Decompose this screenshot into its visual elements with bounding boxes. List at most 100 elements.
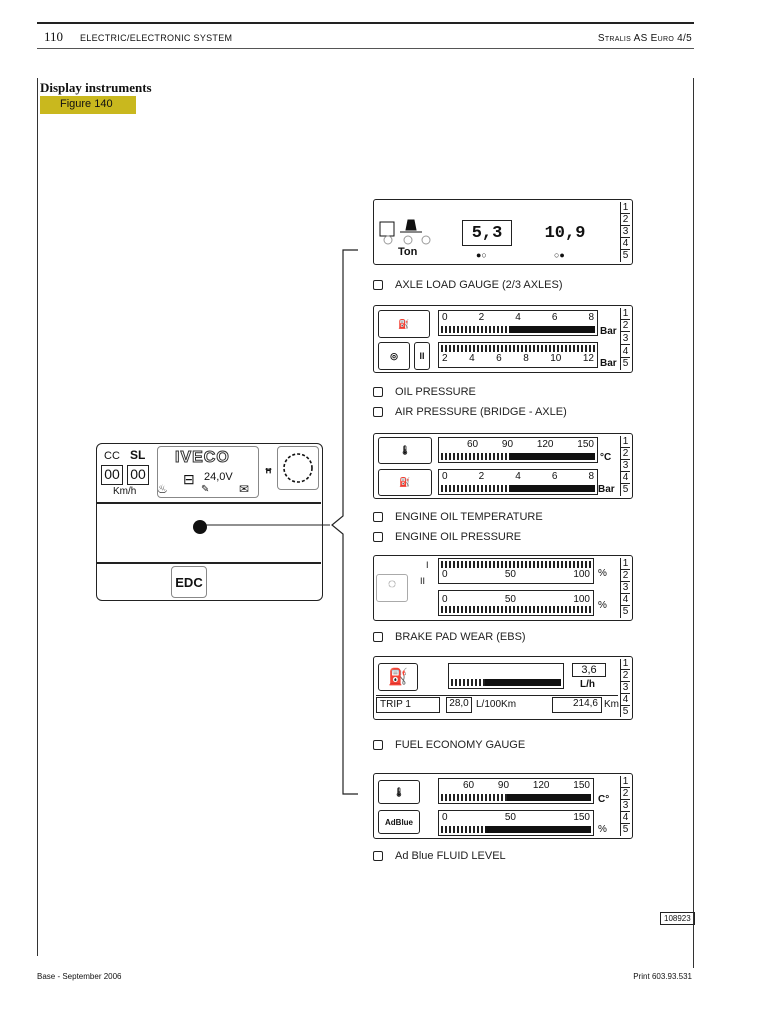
fuel-consumption-bar xyxy=(448,663,564,689)
left-margin-line xyxy=(37,78,38,956)
sl-digits: 00 xyxy=(127,465,149,485)
adblue-temp-unit: C° xyxy=(598,794,610,805)
caption-engine-oil-temp: ENGINE OIL TEMPERATURE xyxy=(373,511,543,523)
tachograph-icon xyxy=(283,453,313,483)
battery-icon: ⊟ xyxy=(183,471,195,487)
truck-load-icon xyxy=(378,216,438,246)
bell-icon: ✎ xyxy=(201,484,210,495)
caption-fuel-economy: FUEL ECONOMY GAUGE xyxy=(373,739,525,751)
brake-axle-i-unit: % xyxy=(598,568,607,579)
trip-label: TRIP 1 xyxy=(376,697,440,713)
trip-distance: 214,6 xyxy=(552,697,602,713)
section-name: ELECTRIC/ELECTRONIC SYSTEM xyxy=(80,33,233,43)
page-number: 110 xyxy=(44,29,64,44)
air-circuit-icon: ◎ xyxy=(378,342,410,370)
figure-label: Figure 140 xyxy=(40,96,136,114)
fuel-rate-value: 3,6 xyxy=(572,663,606,677)
model-name: Stralis AS Euro 4/5 xyxy=(597,33,692,44)
oil-temp-icon: 🌡 xyxy=(378,780,420,804)
axle-ii-label: II xyxy=(420,576,426,586)
checkbox-icon xyxy=(373,851,383,861)
checkbox-icon xyxy=(373,532,383,542)
sl-label: SL xyxy=(130,448,146,462)
oil-can-icon: ⛽ xyxy=(378,469,432,496)
brake-disc-icon: ◌ xyxy=(376,574,408,602)
cc-label: CC xyxy=(104,450,120,462)
dashboard-divider-lower xyxy=(97,562,321,564)
caption-engine-oil-pressure: ENGINE OIL PRESSURE xyxy=(373,531,521,543)
engine-oil-pressure-unit: Bar xyxy=(598,484,615,495)
header-rule xyxy=(37,22,694,24)
axle-left-value: 5,3 xyxy=(462,220,512,246)
edc-button[interactable]: EDC xyxy=(171,566,207,598)
speed-unit: Km/h xyxy=(113,486,137,497)
caption-brake-pad: BRAKE PAD WEAR (EBS) xyxy=(373,631,526,643)
ton-unit: Ton xyxy=(398,246,418,258)
section-title: Display instruments xyxy=(40,80,152,95)
cc-digits: 00 xyxy=(101,465,123,485)
trip-consumption: 28,0 xyxy=(446,697,472,713)
voltage-value: 24,0V xyxy=(204,471,233,483)
caption-axle: AXLE LOAD GAUGE (2/3 AXLES) xyxy=(373,279,563,291)
oil-pressure-unit: Bar xyxy=(600,326,617,337)
connector-brace xyxy=(206,249,358,795)
trip-distance-unit: Km xyxy=(604,699,619,710)
iveco-logo: IVECO xyxy=(175,449,230,467)
dashboard-divider xyxy=(97,502,321,504)
heater-icon: ♨ xyxy=(157,482,168,496)
trip-consumption-unit: L/100Km xyxy=(476,699,517,710)
header-rule-bottom xyxy=(37,48,694,49)
fuel-rate-unit: L/h xyxy=(580,679,595,690)
checkbox-icon xyxy=(373,387,383,397)
axle-left-dots: ●○ xyxy=(476,250,487,260)
checkbox-icon xyxy=(373,280,383,290)
dashboard-display: CC SL 00 00 Km/h IVECO ⊟ 24,0V ♨ ✎ ✉ ꟸ E… xyxy=(96,443,323,601)
caption-oil-pressure: OIL PRESSURE xyxy=(373,386,476,398)
brake-axle-ii-unit: % xyxy=(598,600,607,611)
axle-right-dots: ○● xyxy=(554,250,565,260)
caption-air-pressure: AIR PRESSURE (BRIDGE - AXLE) xyxy=(373,406,567,418)
adblue-level-unit: % xyxy=(598,824,607,835)
tachograph-frame xyxy=(277,446,319,490)
fuel-divider xyxy=(376,695,618,696)
axle-right-value: 10,9 xyxy=(544,223,586,243)
right-margin-line xyxy=(693,78,694,968)
fuel-pump-icon: ⛽ xyxy=(378,663,418,691)
checkbox-icon xyxy=(373,407,383,417)
display-area-dot xyxy=(193,520,207,534)
envelope-icon: ✉ xyxy=(239,482,250,496)
footer-left: Base - September 2006 xyxy=(37,972,122,981)
caption-adblue: Ad Blue FLUID LEVEL xyxy=(373,850,506,862)
fuel-economy-panel: ⛽ 3,6 L/h TRIP 1 28,0 L/100Km 214,6 Km 1… xyxy=(373,656,633,720)
figure-code: 108923 xyxy=(660,912,695,925)
oil-temp-icon: 🌡 xyxy=(378,437,432,464)
axle-i-label: I xyxy=(426,560,429,570)
oil-can-icon: ⛽ xyxy=(378,310,430,338)
checkbox-icon xyxy=(373,632,383,642)
footer-right: Print 603.93.531 xyxy=(633,972,692,981)
adblue-icon: AdBlue xyxy=(378,810,420,834)
checkbox-icon xyxy=(373,512,383,522)
gear-bars-icon: ꟸ xyxy=(265,466,272,480)
circuit-ii-icon: II xyxy=(414,342,430,370)
checkbox-icon xyxy=(373,740,383,750)
